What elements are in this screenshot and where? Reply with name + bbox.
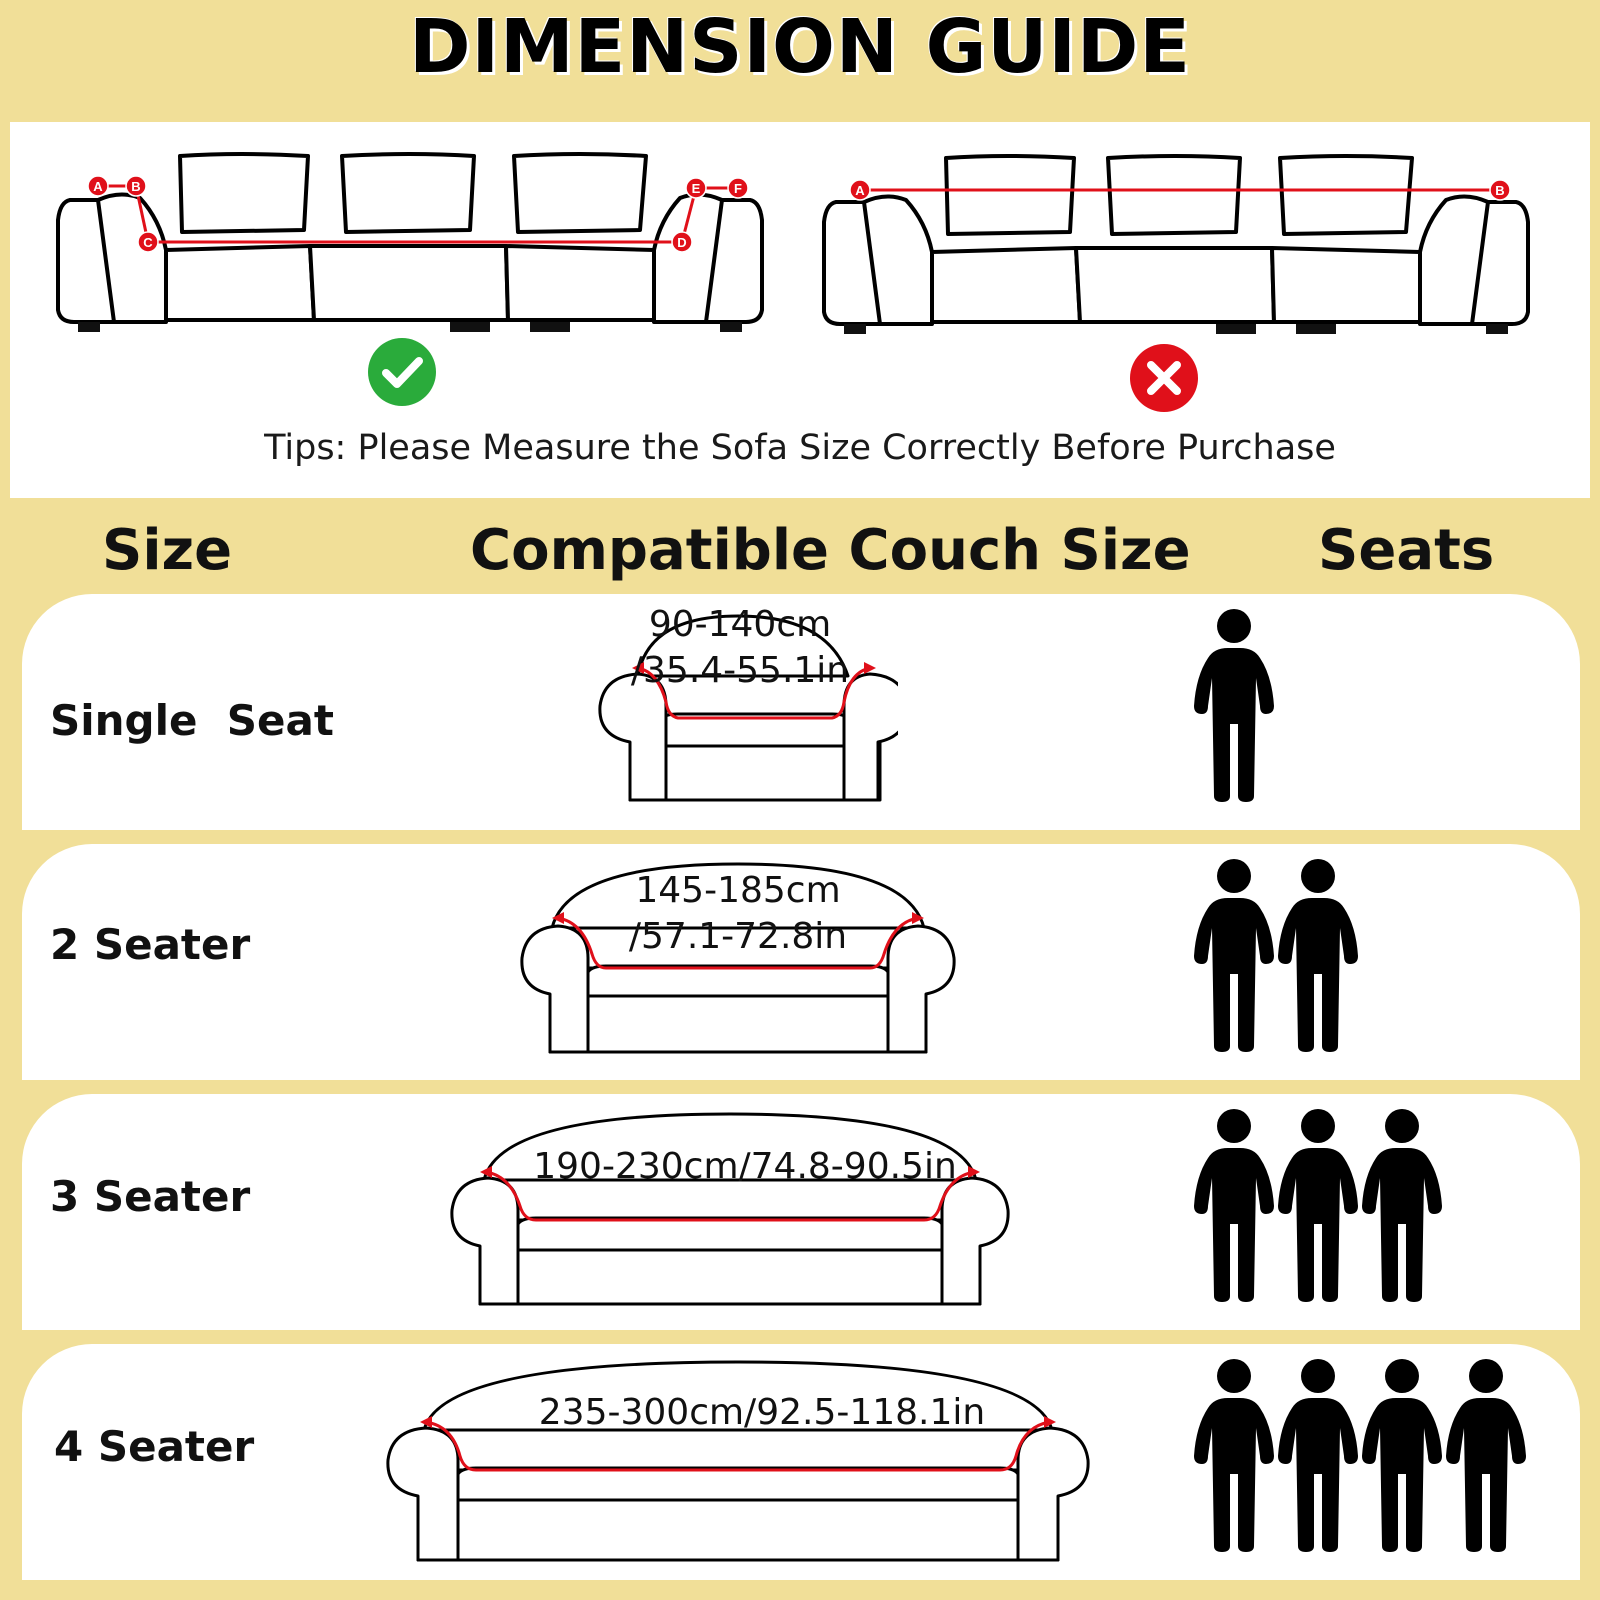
couch-icon [520,862,956,1054]
row-label: 4 Seater [54,1422,255,1471]
seat-people-icons [1186,606,1526,806]
person-icon [1446,1359,1526,1552]
seat-people-icons [1186,1106,1526,1306]
header-size: Size [102,518,233,583]
row-label: 3 Seater [50,1172,251,1221]
person-icon [1278,1109,1358,1302]
seat-people-icons [1186,1356,1526,1556]
point-a-label: A [93,179,103,194]
person-icon [1194,1359,1274,1552]
header-compatible-size: Compatible Couch Size [470,518,1191,583]
page-title: DIMENSION GUIDE [409,4,1191,90]
size-row-2-seater: 2 Seater 145-185cm /57.1-72.8in [22,844,1580,1080]
row-label: Single Seat [50,696,334,745]
point-e-label: E [692,181,701,196]
tips-text: Tips: Please Measure the Sofa Size Corre… [264,428,1336,468]
point-c-label: C [143,235,153,250]
person-icon [1194,609,1274,802]
cross-icon [1130,344,1198,412]
size-row-single: Single Seat 90-140cm /35.4-55.1in [22,594,1580,830]
dimension-text: 145-185cm /57.1-72.8in [568,868,908,960]
correct-measure-sofa: A B C D E F [56,152,764,332]
wrong-point-a-label: A [855,183,865,198]
person-icon [1362,1359,1442,1552]
dimension-cm: 235-300cm/92.5-118.1in [538,1392,986,1433]
couch-icon [386,1360,1090,1562]
dimension-cm: 190-230cm/74.8-90.5in [533,1146,957,1187]
measure-tips-panel: A B C D E F A [10,122,1590,498]
row-label: 2 Seater [50,920,251,969]
dimension-in: /57.1-72.8in [628,916,848,957]
checkmark-icon [368,338,436,406]
dimension-text: 190-230cm/74.8-90.5in [500,1144,990,1190]
person-icon [1278,859,1358,1052]
person-icon [1362,1109,1442,1302]
person-icon [1194,859,1274,1052]
person-icon [1278,1359,1358,1552]
person-icon [1194,1109,1274,1302]
wrong-point-b-label: B [1495,183,1504,198]
point-f-label: F [734,181,742,196]
couch-icon [450,1112,1010,1306]
couch-icon [598,614,898,802]
size-row-4-seater: 4 Seater 235-300cm/92.5-118.1in [22,1344,1580,1580]
dimension-cm: 90-140cm [648,604,832,645]
size-row-3-seater: 3 Seater 190-230cm/74.8-90.5in [22,1094,1580,1330]
point-b-label: B [131,179,140,194]
wrong-measure-sofa: A B [822,154,1530,334]
seat-people-icons [1186,856,1526,1056]
dimension-text: 90-140cm /35.4-55.1in [570,602,910,694]
dimension-cm: 145-185cm [635,870,841,911]
dimension-in: /35.4-55.1in [630,650,850,691]
dimension-text: 235-300cm/92.5-118.1in [502,1390,1022,1436]
header-seats: Seats [1318,518,1495,583]
point-d-label: D [677,235,686,250]
